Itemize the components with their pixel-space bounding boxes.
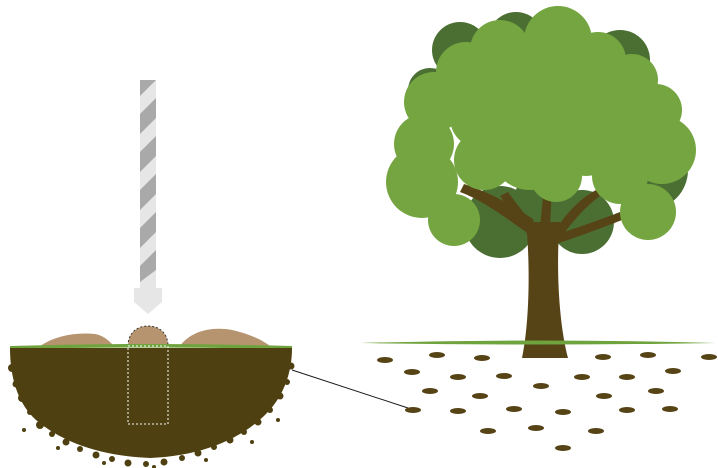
soil-cross-section-icon (8, 326, 295, 468)
ground-grass-line (360, 341, 716, 345)
tree-icon (386, 6, 696, 358)
soil-mound-left (40, 334, 114, 347)
drill-bit-icon (134, 80, 162, 314)
soil-particles (377, 352, 717, 451)
soil-mound-center (128, 326, 168, 346)
soil-mound-right (180, 329, 270, 346)
soil-bowl (10, 348, 292, 458)
drill-tip (134, 288, 162, 314)
leader-line (292, 370, 408, 408)
